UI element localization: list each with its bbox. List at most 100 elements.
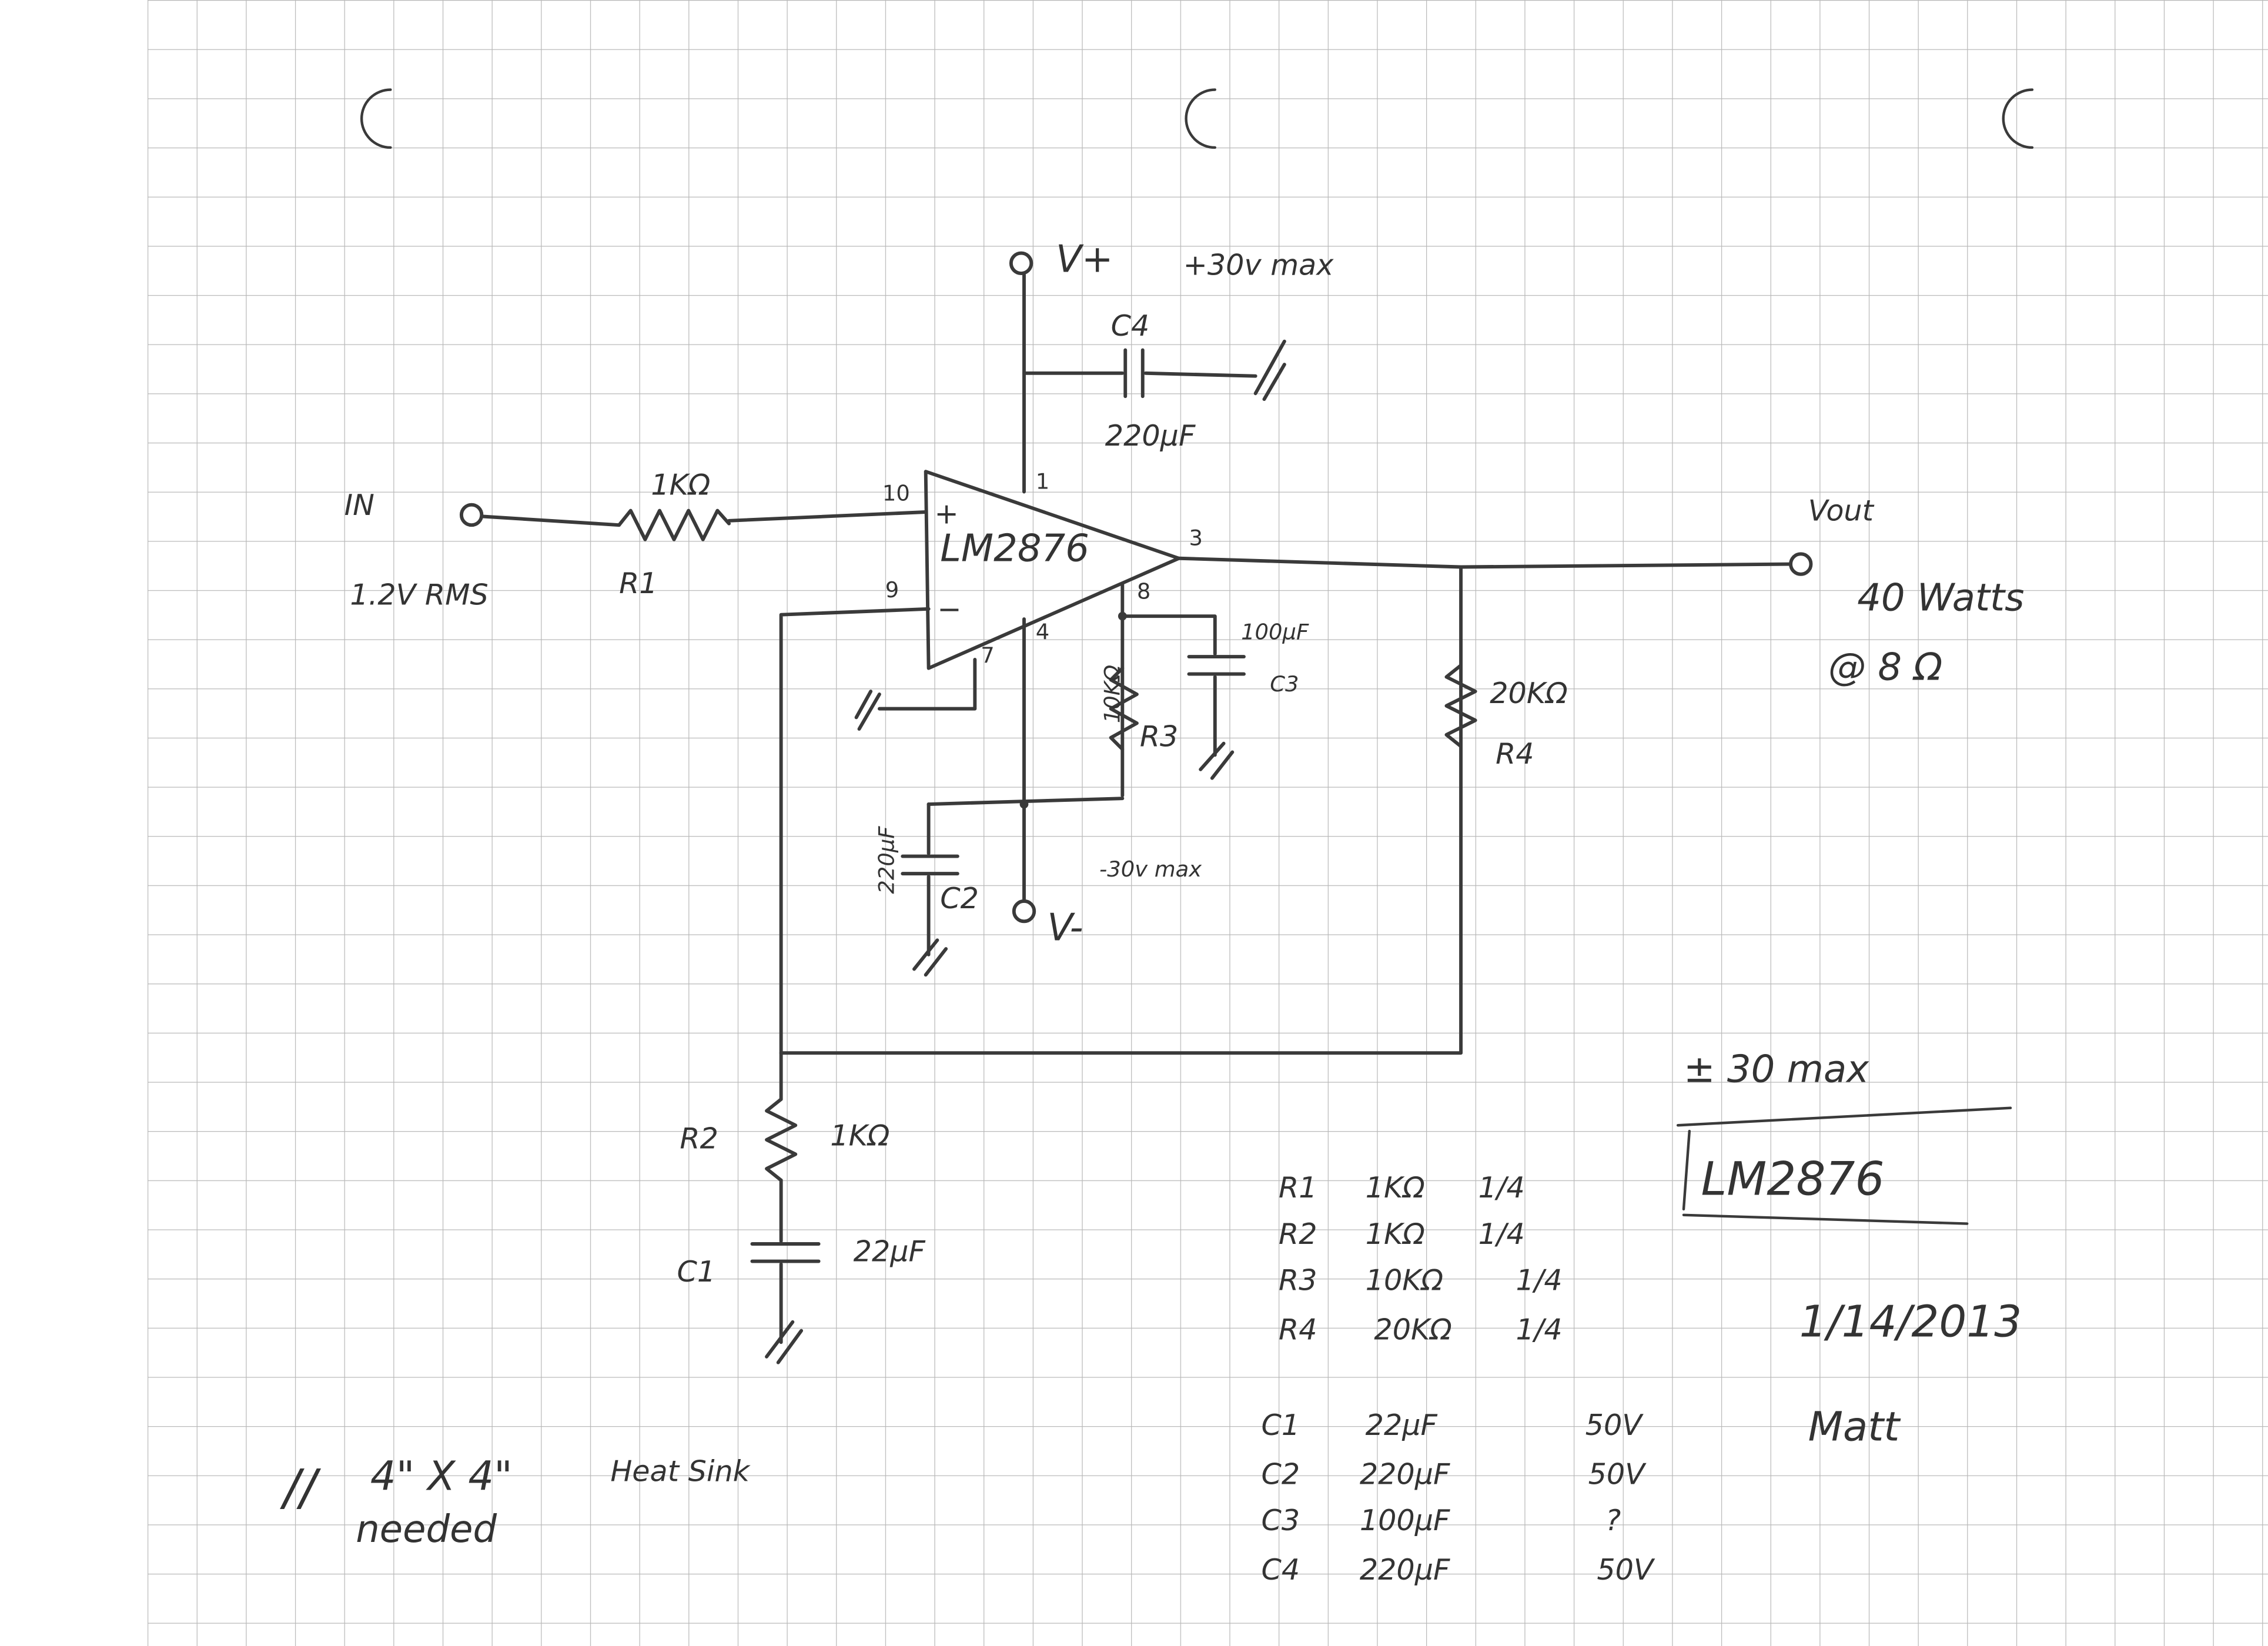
vplus-max-label: +30v max: [1183, 247, 1334, 282]
output-label: Vout: [1808, 494, 1875, 528]
part-name: R3: [1279, 1263, 1317, 1297]
r1-to-ic-wire: [727, 510, 928, 523]
capacitor-c4: C4 220µF: [1022, 309, 1286, 453]
c4-value-label: 220µF: [1105, 419, 1196, 453]
author-signature: Matt: [1808, 1404, 1902, 1451]
graph-grid: [147, 0, 2268, 1646]
pin-8-label: 8: [1137, 579, 1150, 604]
ic-label: LM2876: [940, 527, 1089, 571]
input-level-label: 1.2V RMS: [350, 577, 488, 611]
pin-10-label: 10: [882, 480, 910, 506]
c3-name-label: C3: [1270, 671, 1299, 697]
positive-rail: V+ +30v max: [1009, 238, 1334, 494]
part-name: R1: [1279, 1170, 1317, 1205]
c1-value-label: 22µF: [854, 1234, 926, 1269]
date-label: 1/14/2013: [1799, 1296, 2022, 1347]
part-name: C4: [1262, 1553, 1300, 1587]
part-rating: 50V: [1588, 1457, 1647, 1491]
parts-row: R3 10KΩ 1/4: [1279, 1263, 1563, 1297]
parts-row: C4 220µF 50V: [1262, 1553, 1655, 1587]
r1-value-label: 1KΩ: [651, 467, 710, 501]
part-value: 220µF: [1360, 1457, 1450, 1491]
r4-value-label: 20KΩ: [1490, 676, 1567, 710]
vminus-max-label: -30v max: [1099, 857, 1202, 882]
parts-row: R4 20KΩ 1/4: [1279, 1312, 1563, 1346]
heatsink-note: // 4" X 4" Heat Sink needed: [279, 1453, 751, 1551]
vminus-terminal: [1012, 899, 1036, 924]
r2-value-label: 1KΩ: [830, 1119, 889, 1153]
output-power-label: 40 Watts: [1857, 576, 2024, 620]
lm2876-ic: LM2876 + − 10 9 1 3 8 4 7: [882, 469, 1203, 670]
part-rating: 1/4: [1478, 1217, 1525, 1251]
part-value: 1KΩ: [1366, 1217, 1425, 1251]
pin-1-label: 1: [1036, 469, 1049, 494]
c1-name-label: C1: [677, 1254, 715, 1289]
parts-list: R1 1KΩ 1/4 R2 1KΩ 1/4 R3 10KΩ 1/4 R4 20K…: [1262, 1170, 1655, 1587]
heatsink-text: Heat Sink: [610, 1454, 751, 1488]
capacitor-c1: C1 22µF: [677, 1234, 926, 1364]
part-name: R4: [1279, 1312, 1317, 1346]
negative-rail: V- -30v max: [926, 617, 1202, 949]
parts-row: R1 1KΩ 1/4: [1279, 1170, 1525, 1205]
vminus-label: V-: [1047, 906, 1083, 949]
c2-name-label: C2: [940, 881, 979, 915]
input-wire: [480, 514, 621, 527]
pin-9-label: 9: [885, 577, 899, 603]
part-name: C2: [1262, 1457, 1300, 1491]
c3-value-label: 100µF: [1241, 620, 1309, 645]
output-section: Vout 40 Watts @ 8 Ω: [1177, 494, 2024, 689]
supply-note: ± 30 max: [1684, 1048, 1869, 1091]
capacitor-c2: 220µF C2: [874, 802, 979, 977]
part-value: 220µF: [1360, 1553, 1450, 1587]
vplus-terminal: [1009, 251, 1033, 275]
resistor-r3: 10KΩ R3: [1099, 665, 1178, 754]
part-rating: 1/4: [1516, 1312, 1563, 1346]
part-value: 1KΩ: [1366, 1170, 1425, 1205]
parts-row: C1 22µF 50V: [1262, 1408, 1644, 1442]
part-name: R2: [1279, 1217, 1317, 1251]
c4-name-label: C4: [1111, 309, 1150, 343]
parts-row: C3 100µF ?: [1262, 1503, 1621, 1537]
output-load-label: @ 8 Ω: [1828, 645, 1942, 689]
r3-name-label: R3: [1140, 720, 1178, 754]
part-rating: 1/4: [1516, 1263, 1563, 1297]
parts-row: R2 1KΩ 1/4: [1279, 1217, 1525, 1251]
part-rating: 1/4: [1478, 1170, 1525, 1205]
pin-7-label: 7: [981, 643, 994, 668]
ic-minus-sign: −: [937, 592, 961, 626]
output-wire-right: [1459, 562, 1793, 569]
ic-plus-sign: +: [934, 497, 958, 531]
output-wire-left: [1177, 556, 1463, 569]
parts-row: C2 220µF 50V: [1262, 1457, 1647, 1491]
part-rating: 50V: [1597, 1553, 1655, 1587]
r4-name-label: R4: [1496, 737, 1534, 771]
part-name: C3: [1262, 1503, 1300, 1537]
resistor-r1: 1KΩ R1: [617, 467, 731, 600]
heatsink-needed: needed: [356, 1508, 497, 1551]
heatsink-size: 4" X 4": [370, 1453, 513, 1500]
r1-name-label: R1: [619, 566, 657, 600]
part-value: 100µF: [1360, 1503, 1450, 1537]
part-rating: 50V: [1585, 1408, 1644, 1442]
output-terminal: [1789, 552, 1813, 576]
r2-name-label: R2: [680, 1122, 718, 1156]
pin-4-label: 4: [1036, 620, 1049, 645]
pin-3-label: 3: [1189, 526, 1202, 551]
r3-value-label: 10KΩ: [1099, 665, 1125, 723]
c2-value-label: 220µF: [874, 826, 899, 894]
part-value: 20KΩ: [1374, 1312, 1451, 1346]
part-rating: ?: [1605, 1503, 1621, 1537]
pin7-ground: [854, 658, 977, 731]
binder-holes: [360, 88, 2034, 149]
heatsink-mark: //: [279, 1458, 321, 1516]
part-value: 10KΩ: [1366, 1263, 1443, 1297]
title-block: ± 30 max LM2876 1/14/2013 Matt: [1676, 1048, 2022, 1451]
input-label: IN: [344, 488, 374, 522]
input-section: IN 1.2V RMS: [344, 488, 621, 611]
part-value: 22µF: [1366, 1408, 1438, 1442]
resistor-r2: R2 1KΩ: [680, 1051, 889, 1243]
part-name: C1: [1262, 1408, 1300, 1442]
vplus-label: V+: [1056, 238, 1113, 282]
resistor-r4: 20KΩ R4: [1444, 663, 1568, 771]
